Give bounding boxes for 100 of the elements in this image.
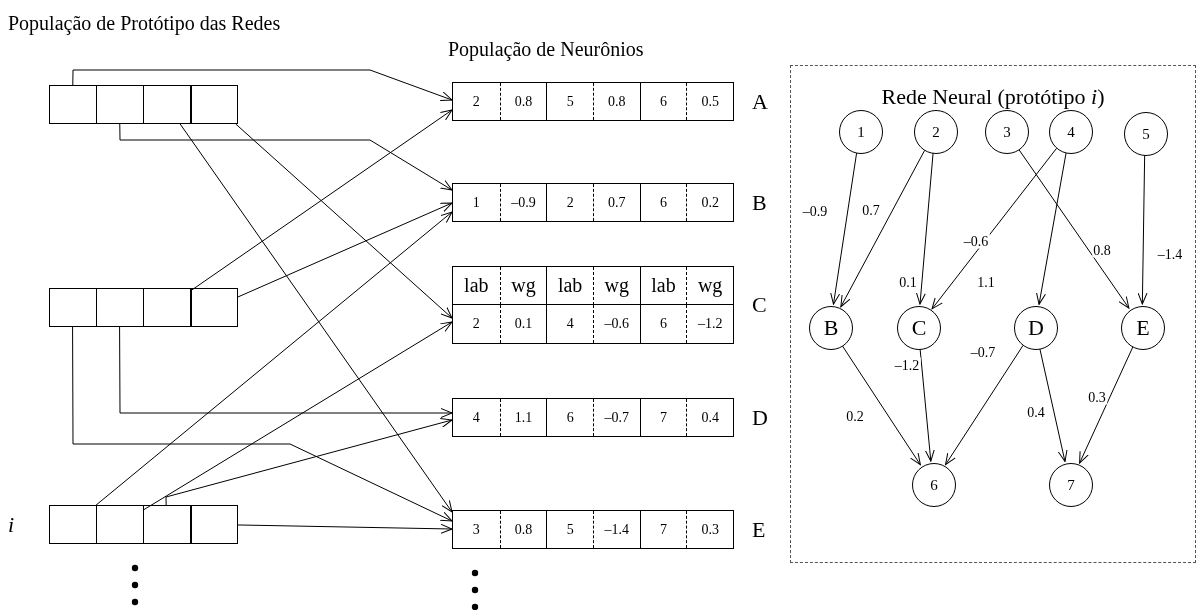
pointer-cell — [96, 288, 143, 327]
pointer-cell — [190, 85, 238, 124]
section-heading: População de Neurônios — [448, 38, 644, 61]
cell-value: 4 — [471, 408, 481, 427]
neuron-circle: D — [1014, 306, 1058, 350]
arrow — [119, 326, 453, 418]
edge-label: 0.1 — [898, 274, 918, 290]
pointer-cell — [49, 288, 96, 327]
cell-value: 2 — [471, 92, 481, 111]
neuron-circle: E — [1121, 306, 1165, 350]
cell-value: 0.2 — [686, 184, 733, 221]
cell-value: 0.8 — [593, 83, 640, 120]
arrow — [915, 152, 934, 305]
cell-value: –1.2 — [686, 305, 733, 343]
row-label: E — [752, 515, 766, 544]
cell-value: 0.8 — [499, 83, 547, 120]
cell-value: 0.4 — [686, 399, 733, 436]
arrow — [235, 123, 453, 319]
arrow — [1018, 148, 1130, 309]
neuron-circle: 3 — [985, 110, 1029, 154]
pointer-cell — [49, 505, 96, 544]
pointer-cell — [143, 85, 190, 124]
neuron-circle: 4 — [1049, 110, 1093, 154]
cell-value: 5 — [546, 511, 593, 548]
arrow — [237, 523, 453, 534]
cell-value: 7 — [639, 399, 687, 436]
pointer-cell — [49, 85, 96, 124]
row-label: B — [752, 188, 767, 217]
cell-value: 2 — [471, 315, 481, 333]
column-header: wg — [499, 267, 547, 305]
cell-value: 0.1 — [499, 305, 547, 343]
cell-value: 0.8 — [499, 511, 547, 548]
neuron-circle: B — [809, 306, 853, 350]
arrow — [189, 109, 453, 292]
neuron-record — [452, 398, 734, 437]
neuron-circle: 1 — [839, 110, 883, 154]
column-header: lab — [546, 267, 593, 305]
arrow — [919, 348, 935, 462]
cell-value: 3 — [471, 520, 481, 539]
column-header: lab — [453, 267, 500, 305]
cell-value: 0.7 — [593, 184, 640, 221]
edge-label: –0.9 — [801, 203, 829, 219]
cell-value: –1.4 — [593, 511, 640, 548]
column-header: lab — [639, 267, 687, 305]
column-header: wg — [593, 267, 640, 305]
cell-value: 2 — [546, 184, 593, 221]
cell-value: 7 — [639, 511, 687, 548]
row-label: A — [752, 87, 768, 116]
pointer-cell — [96, 85, 143, 124]
cell-value: 6 — [639, 184, 687, 221]
row-label: i — [8, 510, 15, 539]
arrow — [142, 321, 453, 511]
cell-value: 6 — [639, 83, 687, 120]
edge-label: –1.2 — [893, 357, 921, 373]
arrow — [237, 202, 453, 298]
cell-value: –0.6 — [593, 305, 640, 343]
cell-value: –0.9 — [499, 184, 547, 221]
arrow — [1039, 347, 1068, 463]
edge-label: 0.7 — [861, 202, 881, 218]
cell-value: 0.5 — [686, 83, 733, 120]
arrow — [95, 211, 453, 506]
neuron-record — [452, 510, 734, 549]
arrow — [1036, 152, 1067, 305]
cell-value: 1.1 — [499, 399, 547, 436]
edge-label: –1.4 — [1156, 246, 1184, 262]
arrow — [72, 326, 453, 522]
cell-value: 5 — [546, 83, 593, 120]
edge-label: 0.4 — [1026, 404, 1046, 420]
edge-label: –0.7 — [969, 344, 997, 360]
neuron-circle: 7 — [1049, 463, 1093, 507]
cell-value: 4 — [546, 305, 593, 343]
arrow — [165, 418, 453, 506]
cell-value: –0.7 — [593, 399, 640, 436]
row-label: C — [752, 291, 767, 319]
neuron-circle: 5 — [1124, 112, 1168, 156]
arrow — [1079, 346, 1134, 464]
neuron-record — [452, 266, 734, 344]
arrow — [840, 149, 926, 308]
edge-label: 1.1 — [976, 274, 996, 290]
neuron-record — [452, 183, 734, 222]
arrow — [830, 152, 858, 305]
arrow — [1137, 154, 1148, 305]
cell-value: 0.3 — [686, 511, 733, 548]
edge-label: 0.8 — [1092, 242, 1112, 258]
edge-label: 0.3 — [1087, 389, 1107, 405]
arrow — [119, 123, 453, 191]
arrow — [931, 147, 1057, 310]
neuron-circle: C — [897, 306, 941, 350]
cell-value: 1 — [471, 193, 481, 212]
edge-label: –0.6 — [962, 233, 990, 249]
arrow — [179, 123, 453, 513]
neuron-record — [452, 82, 734, 121]
arrow — [945, 344, 1024, 466]
pointer-cell — [96, 505, 143, 544]
pointer-cell — [143, 505, 190, 544]
column-header: wg — [686, 267, 733, 305]
neuron-circle: 6 — [912, 463, 956, 507]
section-heading: População de Protótipo das Redes — [8, 12, 281, 35]
row-label: D — [752, 403, 768, 432]
pointer-cell — [143, 288, 190, 327]
